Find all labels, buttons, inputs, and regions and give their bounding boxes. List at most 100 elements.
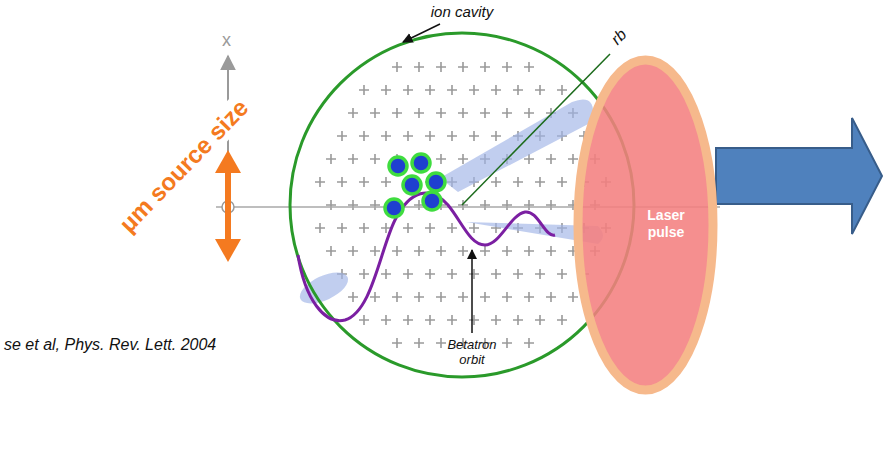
plus-sign xyxy=(480,200,490,210)
node-label: Laser pulse xyxy=(635,207,697,241)
plus-sign xyxy=(403,131,413,141)
plus-sign xyxy=(414,246,424,256)
plus-sign xyxy=(359,177,369,187)
plus-sign xyxy=(381,269,391,279)
plus-sign xyxy=(513,177,523,187)
plus-sign xyxy=(557,85,567,95)
plus-sign xyxy=(326,154,336,164)
betatron-orbit xyxy=(298,193,555,321)
plus-sign xyxy=(557,269,567,279)
plus-sign xyxy=(359,131,369,141)
plus-sign xyxy=(370,108,380,118)
laser-pulse: Laser pulse xyxy=(573,55,718,395)
block-arrow xyxy=(716,118,882,234)
plus-sign xyxy=(480,62,490,72)
plus-sign xyxy=(480,108,490,118)
plus-sign xyxy=(469,269,479,279)
plus-sign xyxy=(491,85,501,95)
plus-sign xyxy=(491,269,501,279)
plus-sign xyxy=(524,246,534,256)
plus-sign xyxy=(370,154,380,164)
plus-sign xyxy=(480,246,490,256)
plus-sign xyxy=(403,223,413,233)
plus-sign xyxy=(458,108,468,118)
plus-sign xyxy=(502,338,512,348)
plus-sign xyxy=(557,315,567,325)
axis-label: x xyxy=(222,30,231,51)
plus-sign xyxy=(370,200,380,210)
plus-sign xyxy=(469,85,479,95)
plus-sign xyxy=(546,246,556,256)
plus-sign xyxy=(513,85,523,95)
radiation-cone xyxy=(440,100,593,193)
plus-sign xyxy=(502,200,512,210)
laser-shape xyxy=(578,60,713,390)
plus-sign xyxy=(557,177,567,187)
plus-sign xyxy=(348,108,358,118)
plus-sign xyxy=(436,154,446,164)
plus-sign xyxy=(326,246,336,256)
plus-sign xyxy=(524,200,534,210)
plus-sign xyxy=(381,85,391,95)
plus-sign xyxy=(447,85,457,95)
plus-sign xyxy=(348,292,358,302)
plus-sign xyxy=(535,315,545,325)
plus-sign xyxy=(403,315,413,325)
plus-sign xyxy=(469,315,479,325)
plus-sign xyxy=(414,292,424,302)
plus-sign xyxy=(502,246,512,256)
plus-sign xyxy=(392,108,402,118)
plus-sign xyxy=(425,131,435,141)
plus-sign xyxy=(447,131,457,141)
plus-sign xyxy=(513,315,523,325)
plus-sign xyxy=(513,269,523,279)
laser-ellipse xyxy=(573,55,718,395)
plus-sign xyxy=(546,154,556,164)
plus-sign xyxy=(568,154,578,164)
plus-sign xyxy=(568,292,578,302)
plus-sign xyxy=(458,246,468,256)
citation: se et al, Phys. Rev. Lett. 2004 xyxy=(4,336,216,354)
plus-sign xyxy=(502,108,512,118)
plus-sign xyxy=(315,177,325,187)
plus-sign xyxy=(436,292,446,302)
plus-sign xyxy=(370,292,380,302)
plus-sign xyxy=(359,269,369,279)
plus-sign xyxy=(447,269,457,279)
plus-sign xyxy=(436,62,446,72)
plus-sign xyxy=(326,200,336,210)
plus-sign xyxy=(546,292,556,302)
plus-sign xyxy=(392,62,402,72)
plus-sign xyxy=(524,338,534,348)
leader-line xyxy=(403,24,440,42)
plus-sign xyxy=(425,223,435,233)
plus-sign xyxy=(535,85,545,95)
plus-sign xyxy=(337,177,347,187)
plus-sign xyxy=(502,62,512,72)
plus-sign xyxy=(436,338,446,348)
plus-sign xyxy=(370,246,380,256)
plus-sign xyxy=(436,108,446,118)
plus-sign xyxy=(491,177,501,187)
plus-sign xyxy=(359,315,369,325)
plus-sign xyxy=(425,315,435,325)
plus-sign xyxy=(546,200,556,210)
plus-sign xyxy=(447,315,457,325)
plus-sign xyxy=(348,154,358,164)
plus-sign xyxy=(524,62,534,72)
plus-sign xyxy=(359,85,369,95)
plus-sign xyxy=(403,85,413,95)
plus-sign xyxy=(337,223,347,233)
source-size-arrow xyxy=(215,150,241,262)
plus-sign xyxy=(414,338,424,348)
plus-sign xyxy=(502,292,512,302)
plus-sign xyxy=(414,108,424,118)
plus-sign xyxy=(458,292,468,302)
plus-sign xyxy=(315,223,325,233)
cavity-label: ion cavity xyxy=(412,3,512,20)
plus-sign xyxy=(491,131,501,141)
plus-sign xyxy=(381,315,391,325)
plus-sign xyxy=(524,108,534,118)
radius-label: rb xyxy=(608,26,631,49)
